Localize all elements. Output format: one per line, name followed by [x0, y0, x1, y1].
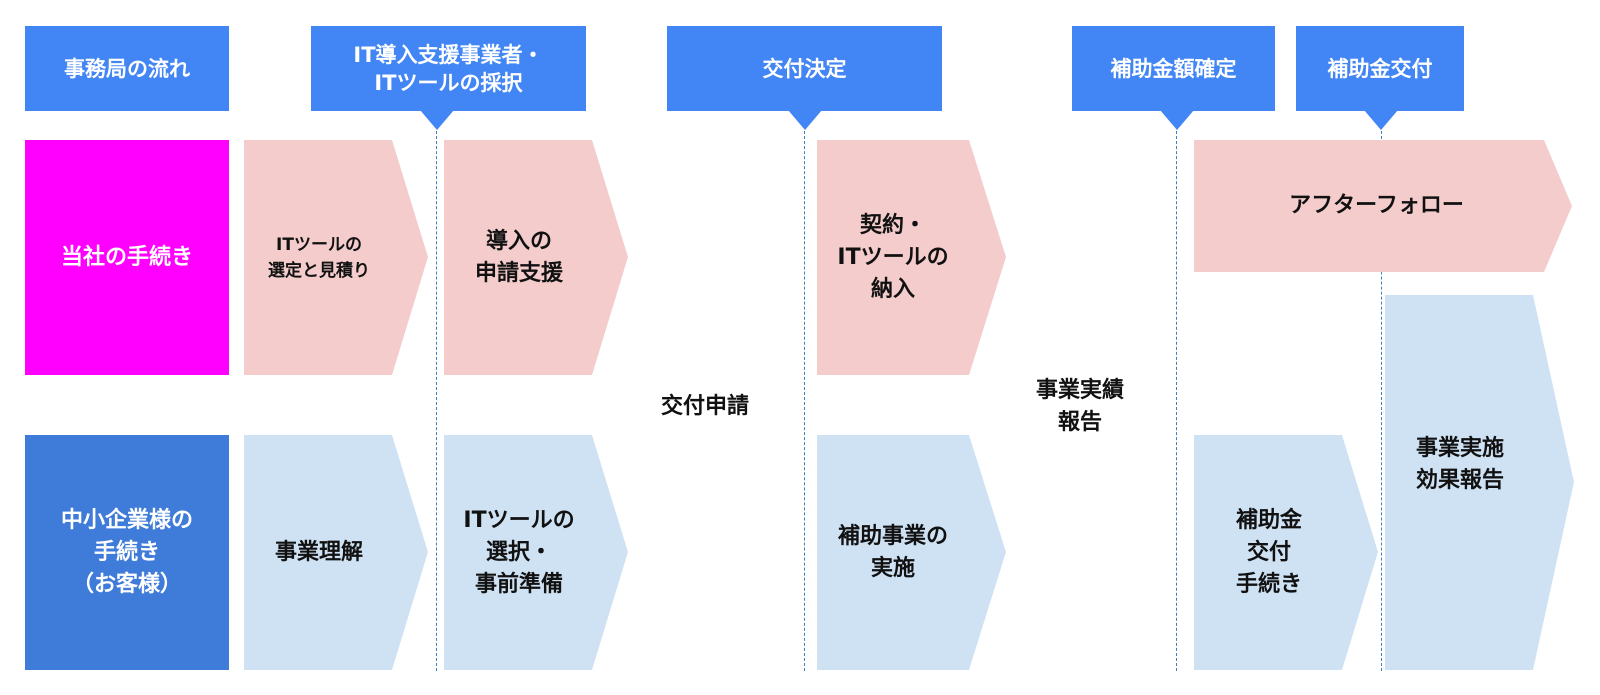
header-grant-decision: 交付決定: [667, 26, 942, 111]
timeline-line-amount-confirm: [1176, 126, 1177, 671]
chevron-arrow-icon: [1194, 140, 1572, 272]
company-step-application-support: 導入の 申請支援: [474, 228, 563, 286]
header-it-select: IT導入支援事業者・ ITツールの採択: [311, 26, 586, 111]
chevron-arrow-icon: [817, 435, 1006, 670]
down-triangle-icon: [1160, 110, 1194, 130]
chevron-arrow-icon: [1194, 435, 1378, 670]
company-step-select-estimate: ITツールの 選定と見積り: [268, 234, 370, 281]
chevron-arrow-icon: [444, 435, 628, 670]
row-label-client: 中小企業様の 手続き （お客様）: [25, 435, 229, 670]
company-step-after-follow: アフターフォロー: [1289, 193, 1464, 218]
header-flow: 事務局の流れ: [25, 26, 229, 111]
company-step-contract-delivery: 契約・ ITツールの 納入: [837, 212, 949, 302]
chevron-arrow-icon: [244, 140, 428, 375]
client-step-grant-procedure: 補助金 交付 手続き: [1235, 507, 1302, 597]
milestone-application: 交付申請: [660, 394, 749, 419]
milestone-performance-report: 事業実績 報告: [1035, 378, 1124, 435]
chevron-arrow-icon: [817, 140, 1006, 375]
down-triangle-icon: [1364, 110, 1398, 130]
timeline-line-grant-decision: [804, 126, 805, 671]
down-triangle-icon: [788, 110, 822, 130]
timeline-line-it-select: [436, 126, 437, 671]
header-grant-payment: 補助金交付: [1296, 26, 1464, 111]
chevron-arrow-icon: [1385, 295, 1574, 670]
chevron-arrow-icon: [244, 435, 428, 670]
client-step-implementation: 補助事業の 実施: [837, 523, 948, 581]
client-step-effect-report: 事業実施 効果報告: [1415, 436, 1504, 493]
client-step-preparation: ITツールの 選択・ 事前準備: [463, 507, 575, 597]
timeline-line-grant-payment: [1381, 126, 1382, 671]
chevron-arrow-icon: [444, 140, 628, 375]
down-triangle-icon: [420, 110, 454, 130]
client-step-understanding: 事業理解: [274, 539, 363, 565]
row-label-company: 当社の手続き: [25, 140, 229, 375]
header-amount-confirm: 補助金額確定: [1072, 26, 1275, 111]
